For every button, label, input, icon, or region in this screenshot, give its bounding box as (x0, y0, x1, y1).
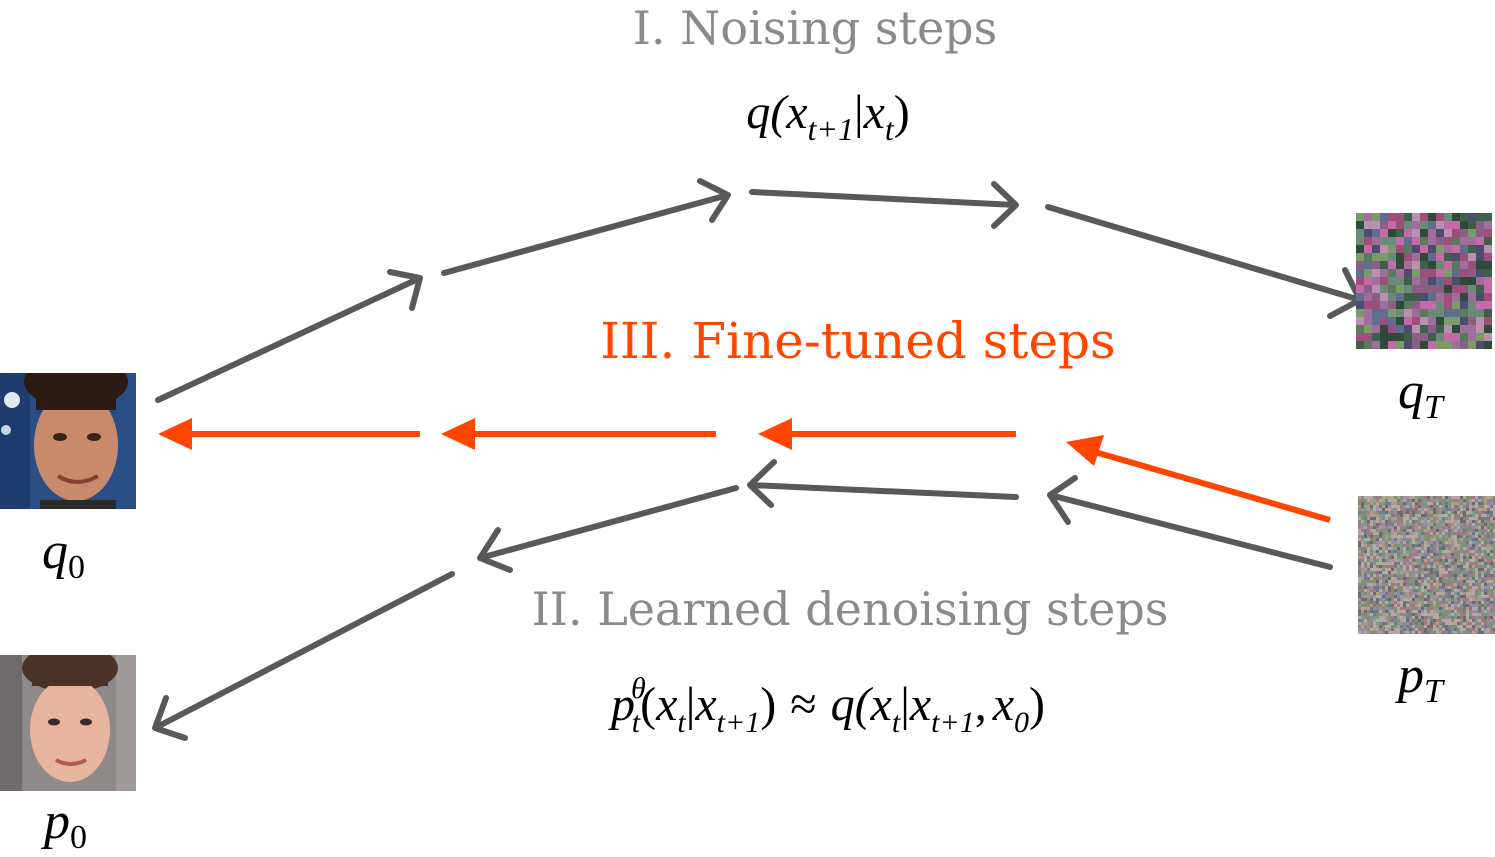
coarse-noise-image (1356, 213, 1492, 349)
finetuned-title: III. Fine-tuned steps (600, 312, 1115, 370)
fine-noise-image (1358, 496, 1495, 634)
finetuned-arrow-2-head (441, 418, 475, 450)
face-photo-p0 (0, 655, 136, 791)
finetuned-arrow-3-head (758, 418, 792, 450)
q0-label: q0 (42, 523, 85, 586)
denoising-arrow-3 (477, 485, 739, 573)
noising-arrow-4 (1045, 204, 1363, 319)
denoising-title: II. Learned denoising steps (532, 582, 1169, 636)
denoising-arrow-2 (747, 459, 1019, 508)
finetuned-arrow-1-head (158, 418, 192, 450)
qT-label: qT (1398, 363, 1445, 426)
noising-title: I. Noising steps (633, 1, 997, 55)
noising-arrow-3 (749, 181, 1019, 229)
noising-formula: q(xt+1|xt) (746, 86, 910, 147)
noising-arrow-2 (441, 178, 731, 276)
denoising-arrow-4 (152, 571, 455, 741)
noising-arrow-1 (155, 269, 423, 403)
face-photo-q0 (0, 373, 136, 509)
p0-label: p0 (40, 793, 87, 856)
pT-label: pT (1394, 647, 1445, 710)
finetuned-arrow-4-head (1066, 435, 1104, 466)
denoising-arrow-1 (1047, 475, 1333, 570)
finetuned-arrow-4-shaft (1094, 449, 1331, 523)
